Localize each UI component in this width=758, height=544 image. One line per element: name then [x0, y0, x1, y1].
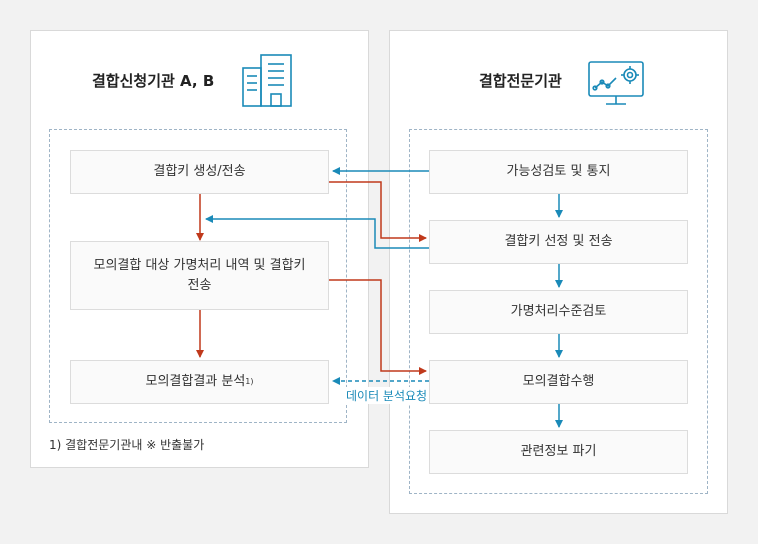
applicant-process-area	[49, 129, 347, 423]
analysis-request-label: 데이터 분석요청	[344, 387, 430, 404]
monitor-gear-icon	[588, 61, 644, 105]
generate-key-box: 결합키 생성/전송	[70, 150, 329, 194]
send-pseudonym-box: 모의결합 대상 가명처리 내역 및 결합키 전송	[70, 241, 329, 310]
send-pseudonym-label: 모의결합 대상 가명처리 내역 및 결합키 전송	[93, 257, 306, 293]
pseudonym-level-review-box: 가명처리수준검토	[429, 290, 688, 334]
mock-combine-box: 모의결합수행	[429, 360, 688, 404]
feasibility-review-box: 가능성검토 및 통지	[429, 150, 688, 194]
arrow-send-data	[329, 279, 427, 375]
footnote: 1) 결합전문기관내 ※ 반출불가	[49, 438, 205, 452]
specialist-title: 결합전문기관	[479, 72, 562, 90]
key-select-box: 결합키 선정 및 전송	[429, 220, 688, 264]
destroy-info-box: 관련정보 파기	[429, 430, 688, 474]
footnote-mark: 1)	[245, 377, 254, 386]
analysis-label: 모의결합결과 분석	[145, 374, 246, 389]
applicant-title: 결합신청기관 A, B	[92, 72, 215, 90]
arrow-return-key	[205, 215, 429, 249]
arrow-send-key	[329, 181, 427, 242]
specialist-process-area	[409, 129, 708, 494]
office-building-icon	[242, 54, 292, 107]
